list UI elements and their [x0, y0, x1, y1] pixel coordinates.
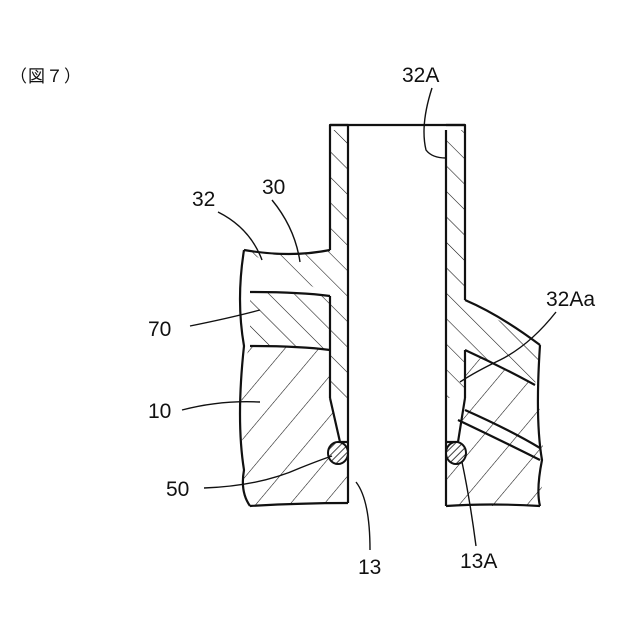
- pipe-right-32A: [446, 130, 465, 300]
- label-32Aa: 32Aa: [546, 288, 595, 311]
- label-13A: 13A: [460, 550, 497, 573]
- leader-32A: [424, 88, 446, 158]
- label-50: 50: [166, 478, 189, 501]
- label-10: 10: [148, 400, 171, 423]
- leader-13: [356, 482, 370, 550]
- label-32: 32: [192, 188, 215, 211]
- label-30: 30: [262, 176, 285, 199]
- leader-70: [190, 310, 260, 326]
- o-ring-50-left: [328, 442, 348, 464]
- o-ring-50-right: [446, 442, 466, 464]
- label-13: 13: [358, 556, 381, 579]
- label-32A: 32A: [402, 64, 439, 87]
- label-70: 70: [148, 318, 171, 341]
